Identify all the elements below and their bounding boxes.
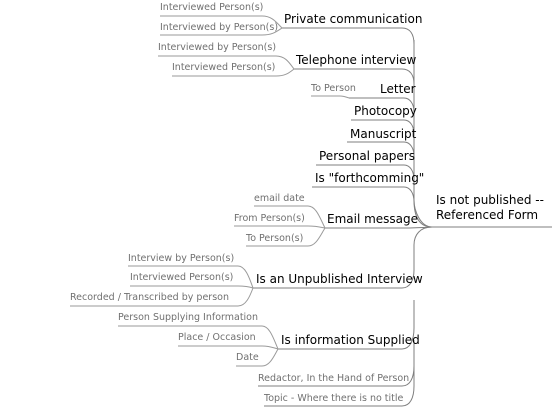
leaf-email-date[interactable]: email date <box>254 193 305 204</box>
branch-photocopy[interactable]: Photocopy <box>354 104 417 118</box>
leaf-line <box>178 345 279 350</box>
leaf-private-interviewed-by[interactable]: Interviewed by Person(s) <box>160 22 279 33</box>
leaf-line <box>70 287 254 307</box>
root-line-1: Is not published -- <box>436 193 544 207</box>
branch-manuscript[interactable]: Manuscript <box>350 127 417 141</box>
leaf-line <box>172 68 295 77</box>
leaf-line <box>311 95 350 99</box>
leaf-recorded-transcribed[interactable]: Recorded / Transcribed by person <box>70 292 229 303</box>
branch-information-supplied[interactable]: Is information Supplied <box>281 333 420 347</box>
branch-line-private-communication <box>282 27 433 228</box>
leaf-private-interviewed[interactable]: Interviewed Person(s) <box>160 2 264 13</box>
branch-line-photocopy <box>351 119 415 135</box>
leaf-letter-to-person[interactable]: To Person <box>311 83 356 94</box>
leaf-line <box>118 325 279 350</box>
leaf-place-occasion[interactable]: Place / Occasion <box>178 332 256 343</box>
branch-letter[interactable]: Letter <box>380 82 416 96</box>
leaf-line <box>236 348 279 367</box>
leaf-interview-by[interactable]: Interview by Person(s) <box>128 253 235 264</box>
branch-line-personal-papers <box>316 164 415 181</box>
leaf-line <box>130 285 254 289</box>
branch-email-message[interactable]: Email message <box>327 212 419 226</box>
leaf-line <box>246 227 326 247</box>
leaf-line <box>234 225 326 229</box>
branch-line-letter <box>349 97 415 113</box>
leaf-email-from[interactable]: From Person(s) <box>234 213 305 224</box>
leaf-line <box>128 265 254 289</box>
branch-redactor[interactable]: Redactor, In the Hand of Person <box>258 373 410 384</box>
leaf-line <box>160 15 283 29</box>
leaf-line <box>160 27 283 36</box>
branch-personal-papers[interactable]: Personal papers <box>319 149 415 163</box>
branch-line-telephone-interview <box>294 68 415 85</box>
leaf-telephone-interviewed[interactable]: Interviewed Person(s) <box>172 62 276 73</box>
leaf-email-to[interactable]: To Person(s) <box>246 233 304 244</box>
branch-telephone-interview[interactable]: Telephone interview <box>296 53 417 67</box>
branch-line-unpublished-interview <box>253 226 433 289</box>
leaf-interviewed-person[interactable]: Interviewed Person(s) <box>130 272 234 283</box>
leaf-line <box>158 55 295 70</box>
branch-line-email-message <box>325 226 433 229</box>
branch-line-topic <box>264 360 415 407</box>
root-line-2: Referenced Form <box>436 208 539 222</box>
branch-line-information-supplied <box>278 300 415 350</box>
branch-forthcomming[interactable]: Is "forthcomming" <box>315 171 425 185</box>
leaf-date[interactable]: Date <box>236 352 259 363</box>
branch-line-manuscript <box>347 141 415 157</box>
leaf-line <box>254 205 326 229</box>
root-node[interactable]: Is not published -- Referenced Form <box>436 193 544 223</box>
leaf-telephone-interviewed-by[interactable]: Interviewed by Person(s) <box>158 42 277 53</box>
leaf-person-supplying[interactable]: Person Supplying Information <box>118 312 259 323</box>
branch-line-forthcomming <box>312 186 415 203</box>
branch-topic[interactable]: Topic - Where there is no title <box>264 393 404 404</box>
branch-private-communication[interactable]: Private communication <box>284 12 423 26</box>
branch-unpublished-interview[interactable]: Is an Unpublished Interview <box>256 272 423 286</box>
